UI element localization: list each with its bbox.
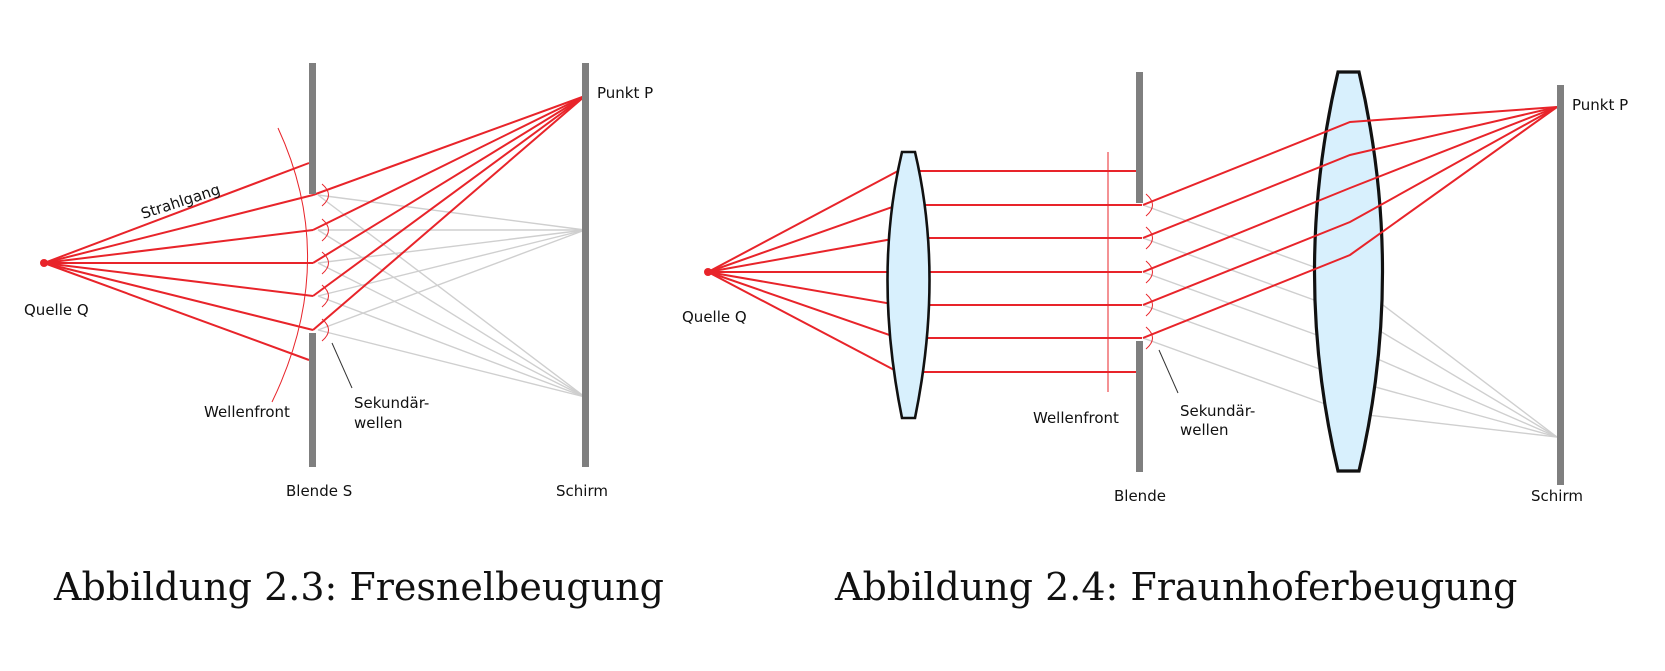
fraunhofer-ray-in <box>707 271 899 306</box>
fraunhofer-caption: Abbildung 2.4: Fraunhoferbeugung <box>834 565 1517 609</box>
fresnel-ray-blocked <box>43 262 310 361</box>
fresnel-diffracted-ray <box>317 262 586 398</box>
fresnel-screen-label: Schirm <box>556 482 608 500</box>
fraunhofer-point-label: Punkt P <box>1572 96 1628 114</box>
fraunhofer-wavelet <box>1145 193 1153 217</box>
fresnel-source-label: Quelle Q <box>24 301 89 319</box>
fraunhofer-secondary-label-2: wellen <box>1180 421 1229 439</box>
fraunhofer-collimating-lens <box>886 150 931 420</box>
fraunhofer-wavelet <box>1145 260 1153 284</box>
fraunhofer-secondary-wavelets <box>1145 193 1153 350</box>
fresnel-ray-in <box>43 262 314 331</box>
fresnel-wavelet <box>321 183 329 207</box>
fresnel-aperture-label: Blende S <box>286 482 352 500</box>
fresnel-diffracted-ray <box>317 194 586 231</box>
fraunhofer-incident-rays <box>707 170 1142 373</box>
fresnel-diffracted-ray <box>317 229 586 398</box>
fraunhofer-ray-focused <box>1142 106 1558 239</box>
fraunhofer-wavelet <box>1145 326 1153 350</box>
fraunhofer-ray-focused <box>1142 106 1558 339</box>
fraunhofer-screen <box>1557 85 1564 485</box>
fresnel-ray-in <box>43 194 314 264</box>
fresnel-ray-out <box>312 95 586 331</box>
fraunhofer-ray-in <box>707 271 899 373</box>
fresnel-incident-rays <box>43 95 586 361</box>
fresnel-diffracted-ray <box>317 229 586 331</box>
fraunhofer-ray-in <box>707 271 899 339</box>
fraunhofer-aperture-label: Blende <box>1114 487 1166 505</box>
fresnel-wavelet <box>321 251 329 275</box>
fresnel-raypath-label: Strahlgang <box>139 180 223 223</box>
fresnel-diffracted-ray <box>317 229 586 297</box>
fresnel-ray-out <box>312 95 586 264</box>
fraunhofer-secondary-label-1: Sekundär- <box>1180 402 1255 420</box>
fraunhofer-aperture-top <box>1136 72 1143 203</box>
fresnel-point-label: Punkt P <box>597 84 653 102</box>
fresnel-aperture-top <box>309 63 316 194</box>
fraunhofer-ray-focused <box>1142 106 1558 306</box>
fresnel-wavelet <box>321 284 329 308</box>
fraunhofer-ray-in <box>707 237 899 273</box>
fresnel-diffracted-ray <box>317 295 586 398</box>
fraunhofer-wavelet <box>1145 226 1153 250</box>
fraunhofer-source-label: Quelle Q <box>682 308 747 326</box>
fresnel-wavelet <box>321 218 329 242</box>
fresnel-wavelet-leader <box>331 342 353 389</box>
fresnel-diffracted-ray <box>317 194 586 398</box>
fresnel-caption: Abbildung 2.3: Fresnelbeugung <box>53 565 664 609</box>
fresnel-ray-out <box>312 95 586 231</box>
fresnel-secondary-label-2: wellen <box>354 414 403 432</box>
fraunhofer-focusing-lens <box>1312 70 1385 473</box>
fresnel-wavefront-label: Wellenfront <box>204 403 290 421</box>
fresnel-diffracted-rays <box>317 194 586 398</box>
fraunhofer-figure: Quelle Q Punkt P Wellenfront Sekundär- w… <box>682 70 1628 609</box>
fraunhofer-ray-focused <box>1142 106 1558 273</box>
fresnel-ray-in <box>43 262 314 297</box>
fresnel-source-point <box>40 259 48 267</box>
fresnel-aperture-bottom <box>309 333 316 467</box>
fraunhofer-ray-focused <box>1142 106 1558 206</box>
fraunhofer-wavefront-label: Wellenfront <box>1033 409 1119 427</box>
fresnel-wavefront <box>271 127 308 403</box>
fraunhofer-aperture-bottom <box>1136 341 1143 472</box>
fresnel-secondary-label-1: Sekundär- <box>354 394 429 412</box>
fraunhofer-ray-in <box>707 170 899 273</box>
fresnel-figure: Quelle Q Strahlgang Punkt P Wellenfront … <box>24 63 664 609</box>
fresnel-secondary-wavelets <box>321 183 329 342</box>
fresnel-ray-out <box>312 95 586 297</box>
fraunhofer-wavelet <box>1145 293 1153 317</box>
fresnel-wavelet <box>321 318 329 342</box>
fresnel-ray-out <box>312 95 586 196</box>
fraunhofer-rays-over-lens <box>1142 106 1558 339</box>
fresnel-diffracted-ray <box>317 329 586 398</box>
fresnel-screen <box>582 63 589 467</box>
fraunhofer-source-point <box>704 268 712 276</box>
fraunhofer-ray-in <box>707 204 899 273</box>
fresnel-ray-blocked <box>43 162 310 264</box>
fresnel-ray-in <box>43 229 314 264</box>
fraunhofer-screen-label: Schirm <box>1531 487 1583 505</box>
fresnel-diffracted-ray <box>317 229 586 264</box>
fraunhofer-wavelet-leader <box>1158 349 1179 394</box>
